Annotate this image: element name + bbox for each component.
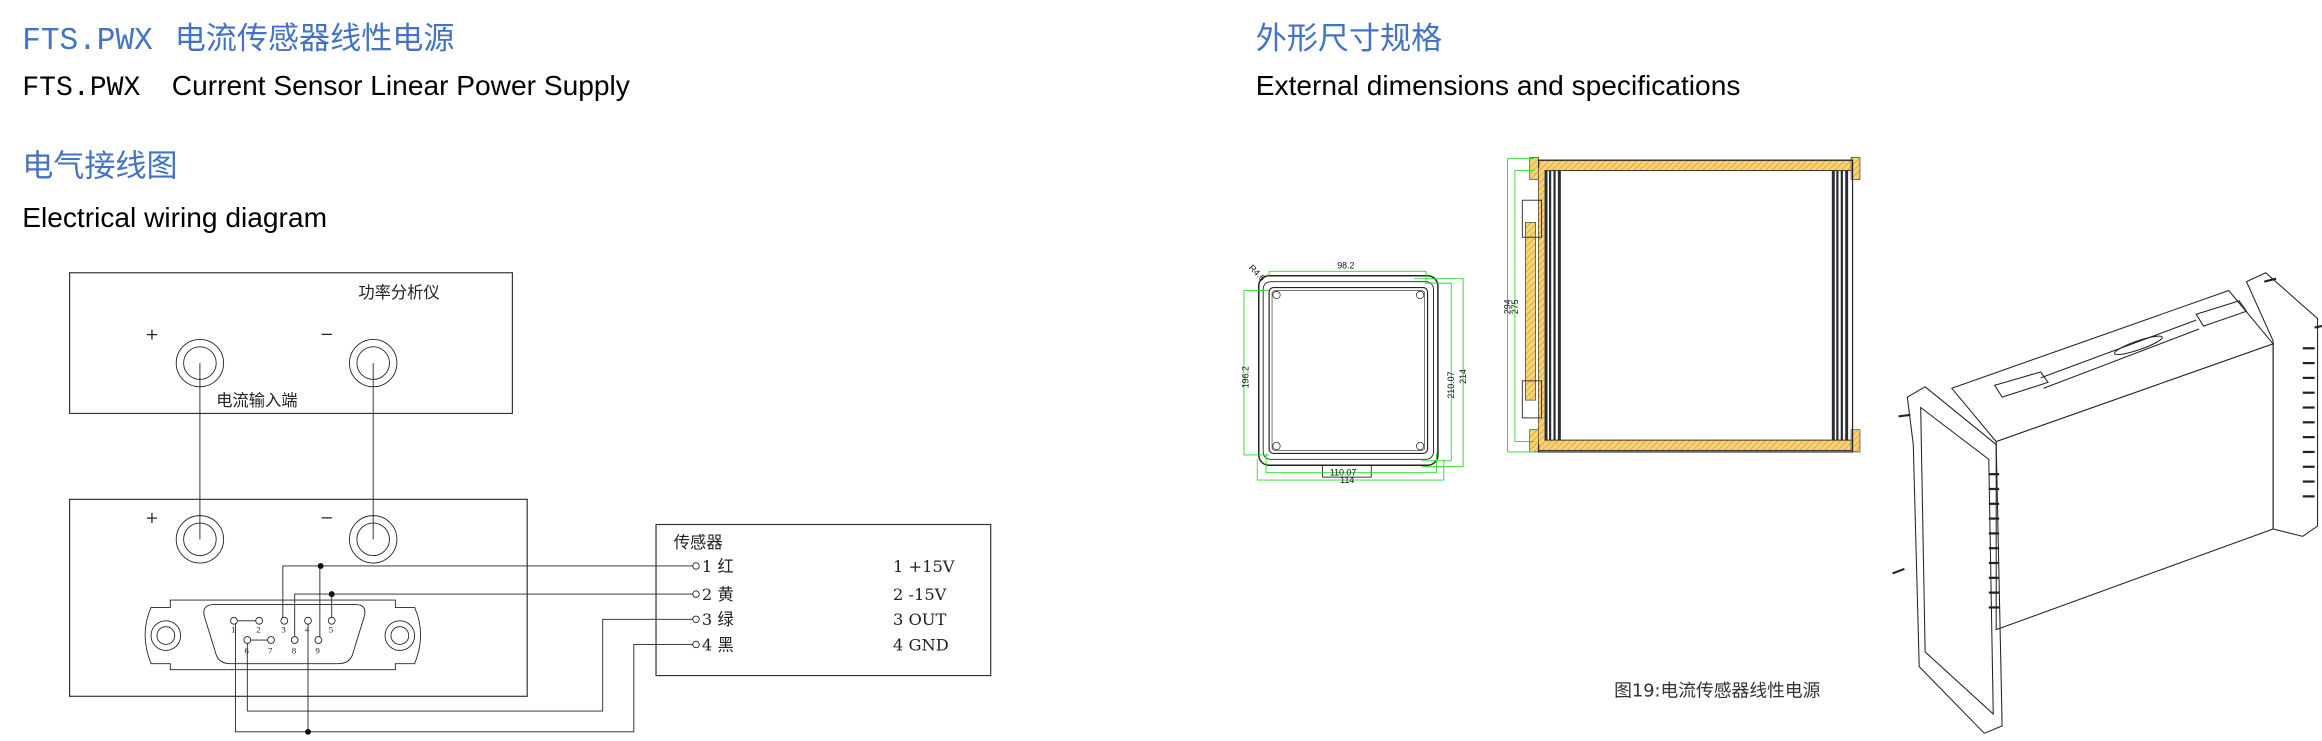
output-plus-icon — [175, 515, 225, 564]
title-cn-prefix: FTS.PWX — [22, 24, 153, 59]
analyzer-label: 功率分析仪 — [358, 283, 439, 302]
wiring-heading-en: Electrical wiring diagram — [22, 202, 327, 233]
figure-caption: 图19:电流传感器线性电源 — [1614, 680, 1820, 701]
sensor-terminal: 4 黑 4 GND — [692, 635, 949, 654]
terminal-function: 3 OUT — [893, 610, 947, 629]
dim-height-inner: 210.07 — [1446, 371, 1456, 398]
pin-label: 4 — [305, 625, 310, 635]
terminal-label: 2 黄 — [702, 585, 734, 604]
sensor-terminal: 1 红 1 +15V — [692, 557, 955, 576]
sensor-terminal: 2 黄 2 -15V — [692, 585, 947, 604]
dim-radius: R4.6 — [1247, 263, 1267, 283]
minus-label: − — [320, 508, 334, 527]
plus-label: + — [145, 508, 159, 527]
title-en-prefix: FTS.PWX — [22, 73, 140, 104]
sensor-title: 传感器 — [674, 533, 723, 552]
plus-label: + — [145, 324, 159, 343]
sensor-wires — [235, 563, 694, 735]
dimensions-heading-cn: 外形尺寸规格 — [1256, 21, 1442, 57]
minus-label: − — [320, 324, 334, 343]
current-input-label: 电流输入端 — [216, 391, 297, 410]
side-view-drawing: 294 275 — [1502, 156, 1861, 453]
pin-label: 9 — [315, 645, 320, 655]
dim-width-top: 98.2 — [1337, 260, 1354, 270]
pin-label: 1 — [231, 625, 235, 635]
title-en: Current Sensor Linear Power Supply — [172, 70, 630, 101]
dim-width-inner: 110.07 — [1330, 468, 1357, 478]
terminal-label: 4 黑 — [702, 635, 734, 654]
power-analyzer-box: 功率分析仪 + − 电流输入端 — [69, 272, 513, 415]
wiring-diagram: 功率分析仪 + − 电流输入端 + − — [69, 272, 992, 735]
terminal-function: 1 +15V — [893, 557, 955, 576]
dimensions-heading-en: External dimensions and specifications — [1256, 70, 1741, 101]
terminal-function: 4 GND — [893, 635, 949, 654]
dim-length-inner: 275 — [1510, 299, 1520, 314]
terminal-function: 2 -15V — [893, 585, 947, 604]
power-supply-box: + − 1 2 3 4 5 6 7 — [69, 498, 528, 697]
sensor-box: 传感器 1 红 1 +15V 2 黄 2 -15V 3 绿 3 OUT 4 黑 … — [655, 523, 992, 677]
isometric-view-drawing — [1892, 272, 2322, 734]
terminal-label: 1 红 — [702, 557, 734, 576]
pin-label: 7 — [268, 645, 273, 655]
terminal-label: 3 绿 — [702, 610, 734, 629]
dim-width-outer: 114 — [1340, 475, 1354, 485]
wiring-heading-cn: 电气接线图 — [22, 149, 177, 185]
output-minus-icon — [349, 515, 398, 564]
pin-label: 6 — [244, 645, 249, 655]
pin-label: 5 — [329, 625, 334, 635]
main-title: FTS.PWX 电流传感器线性电源 FTS.PWX Current Sensor… — [22, 21, 630, 104]
pin-label: 8 — [292, 645, 297, 655]
front-view-drawing: 98.2 R4.6 196.2 210.07 214 110.07 114 — [1240, 260, 1468, 485]
dim-length-outer: 294 — [1502, 299, 1512, 314]
dim-height-left: 196.2 — [1240, 366, 1250, 388]
dim-height-outer: 214 — [1458, 369, 1468, 384]
pin-label: 2 — [256, 625, 260, 635]
sensor-terminal: 3 绿 3 OUT — [692, 610, 947, 629]
title-cn: 电流传感器线性电源 — [175, 21, 455, 57]
pin-label: 3 — [281, 625, 286, 635]
